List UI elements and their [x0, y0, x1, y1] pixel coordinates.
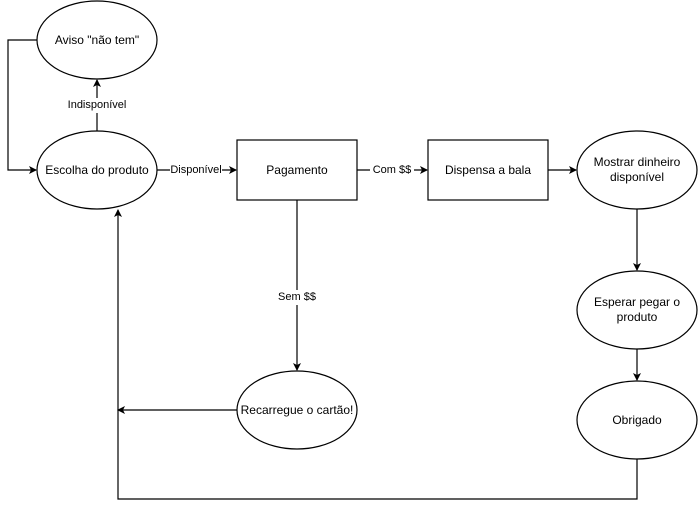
edge-aviso-escolha — [7, 39, 37, 174]
node-mostrar-label: Mostrar dinheiro disponível — [593, 155, 681, 184]
node-escolha-label: Escolha do produto — [45, 162, 149, 177]
edge-label-indisponivel: Indisponível — [63, 98, 131, 113]
node-dispensa-label: Dispensa a bala — [444, 162, 532, 177]
edge-obrigado-escolha — [114, 209, 638, 500]
node-esperar-label: Esperar pegar o produto — [593, 295, 681, 324]
node-recarregue-label: Recarregue o cartão! — [240, 402, 354, 417]
edge-label-sem: Sem $$ — [272, 290, 322, 305]
edge-label-disponivel: Disponível — [170, 163, 222, 178]
node-aviso-label: Aviso "não tem" — [54, 32, 140, 47]
node-pagamento-label: Pagamento — [266, 162, 328, 177]
edge-label-com: Com $$ — [370, 163, 414, 178]
node-obrigado-label: Obrigado — [612, 412, 662, 427]
